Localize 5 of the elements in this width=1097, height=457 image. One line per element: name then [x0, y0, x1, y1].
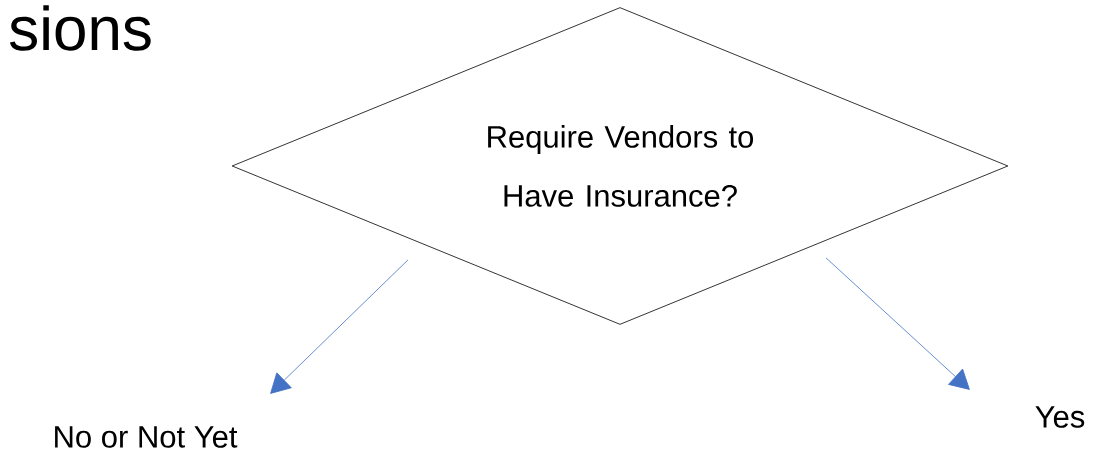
arrow	[825, 257, 970, 390]
arrow	[270, 259, 409, 394]
answer-text: Yes	[1035, 406, 1085, 428]
answer-text: No or Not Yet	[55, 426, 238, 448]
heading: sions	[9, 5, 151, 51]
